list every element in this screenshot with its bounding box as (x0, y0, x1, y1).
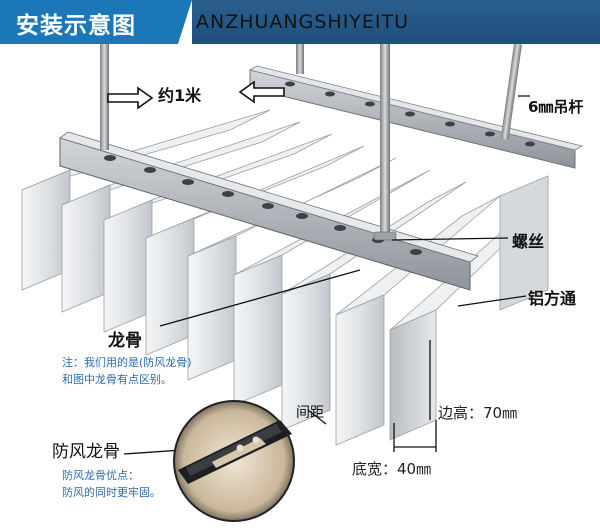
note-line-1: 注：我们用的是(防风龙骨) (62, 356, 192, 369)
windproof-keel-label: 防风龙骨 (52, 442, 120, 462)
title-banner: 安装示意图 (0, 0, 178, 44)
back-keel-rail (248, 65, 584, 169)
spacing-arrows (107, 80, 285, 110)
edge-height-label: 边高：70㎜ (438, 404, 518, 422)
gap-label: 间距 (296, 405, 324, 421)
ceiling-assembly-illustration (21, 44, 584, 522)
aluminum-tube-label: 铝方通 (528, 289, 577, 308)
windproof-keel-detail (173, 400, 295, 522)
keel-label: 龙骨 (108, 331, 142, 351)
page-title: 安装示意图 (16, 13, 136, 39)
banner-notch (178, 0, 192, 44)
page-subtitle: ANZHUANGSHIYEITU (196, 11, 410, 33)
advantage-line-1: 防风龙骨优点： (62, 469, 139, 482)
hanger-rod-label: 6㎜吊杆 (528, 98, 584, 116)
advantage-line-2: 防风的同时更牢固。 (62, 486, 161, 499)
spacing-label: 约1米 (158, 86, 202, 105)
hanger-rods (100, 44, 522, 241)
screw-label: 螺丝 (512, 232, 545, 251)
back-rail-slots (285, 81, 535, 147)
note-line-2: 和图中龙骨有点区别。 (62, 373, 172, 386)
front-keel-rail (59, 131, 479, 291)
subtitle-banner (192, 0, 600, 44)
bottom-width-label: 底宽：40㎜ (352, 460, 432, 478)
